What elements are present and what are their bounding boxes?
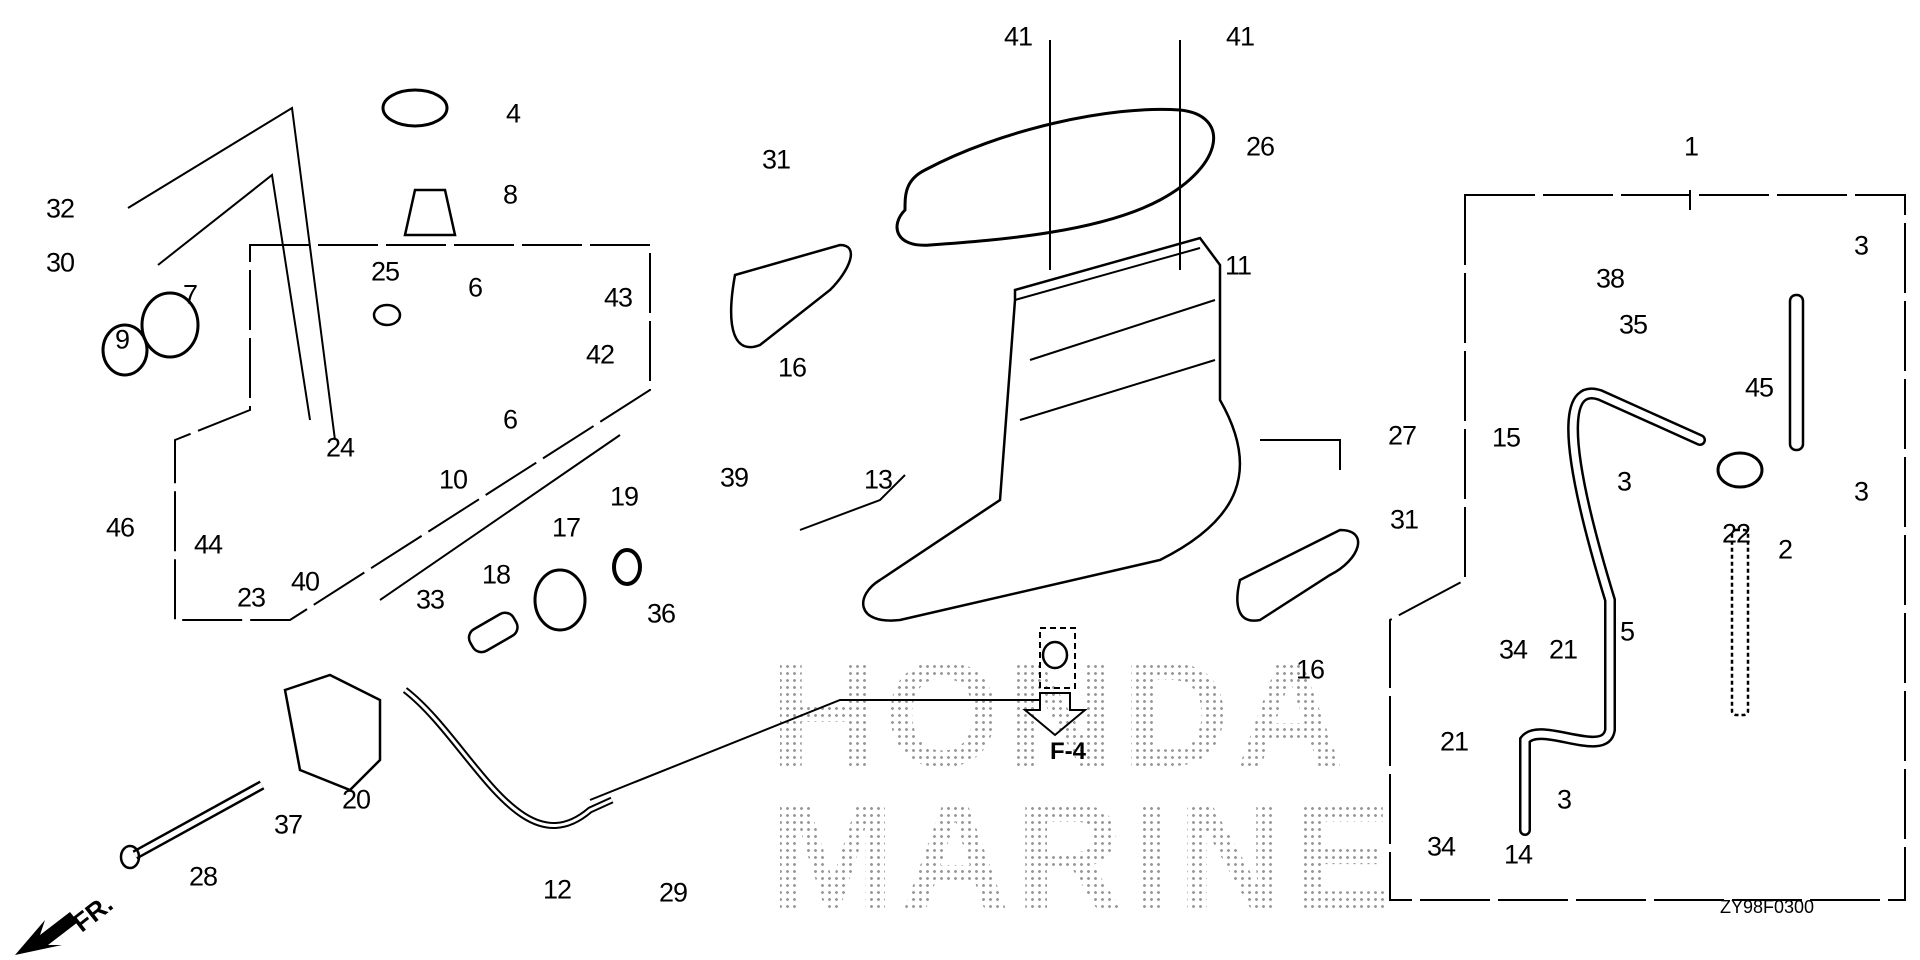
diagram-code: ZY98F0300: [1720, 897, 1815, 917]
watermark-marine: MARINE: [770, 770, 1398, 943]
spring-5: [1730, 528, 1750, 717]
callout-39[interactable]: 39: [719, 462, 749, 493]
plug-f4: [1041, 640, 1069, 670]
callout-44[interactable]: 44: [193, 529, 223, 560]
assembly-box-46: [174, 244, 651, 621]
callout-21[interactable]: 21: [1439, 726, 1469, 757]
callout-41[interactable]: 41: [1225, 21, 1255, 52]
callout-25[interactable]: 25: [370, 256, 400, 287]
callout-22[interactable]: 22: [1721, 518, 1751, 549]
callout-19[interactable]: 19: [609, 481, 639, 512]
callout-27[interactable]: 27: [1387, 420, 1417, 451]
callout-43[interactable]: 43: [603, 282, 633, 313]
callout-9[interactable]: 9: [114, 324, 130, 355]
callout-23[interactable]: 23: [236, 582, 266, 613]
callout-41[interactable]: 41: [1003, 21, 1033, 52]
callout-18[interactable]: 18: [481, 559, 511, 590]
arrow-f4-icon: [1022, 692, 1088, 737]
nut-22: [1716, 451, 1764, 489]
callout-17[interactable]: 17: [551, 512, 581, 543]
callout-6[interactable]: 6: [502, 404, 518, 435]
callout-3[interactable]: 3: [1853, 476, 1869, 507]
callout-15[interactable]: 15: [1491, 422, 1521, 453]
callout-4[interactable]: 4: [505, 98, 521, 129]
callout-12[interactable]: 12: [542, 874, 572, 905]
bushing-18: [467, 611, 519, 654]
cover-16-left: [729, 243, 852, 349]
callout-37[interactable]: 37: [273, 809, 303, 840]
extension-case-11: [862, 236, 1242, 622]
callout-34[interactable]: 34: [1426, 831, 1456, 862]
callout-3[interactable]: 3: [1616, 466, 1632, 497]
callout-14[interactable]: 14: [1503, 839, 1533, 870]
callout-31[interactable]: 31: [761, 144, 791, 175]
callout-6[interactable]: 6: [467, 272, 483, 303]
callout-3[interactable]: 3: [1556, 784, 1572, 815]
cap-25: [372, 303, 402, 327]
callout-45[interactable]: 45: [1744, 372, 1774, 403]
callout-7[interactable]: 7: [182, 279, 198, 310]
reference-f4[interactable]: F-4: [1050, 738, 1086, 765]
f4-dashed-box: [1039, 627, 1076, 689]
assembly-box-1: [1389, 194, 1906, 901]
callout-24[interactable]: 24: [325, 432, 355, 463]
callout-16[interactable]: 16: [777, 352, 807, 383]
front-arrow-icon: [15, 912, 78, 955]
callout-8[interactable]: 8: [502, 179, 518, 210]
callout-10[interactable]: 10: [438, 464, 468, 495]
pipe-45: [1788, 293, 1805, 452]
callout-34[interactable]: 34: [1498, 634, 1528, 665]
callout-11[interactable]: 11: [1224, 250, 1252, 281]
callout-35[interactable]: 35: [1618, 309, 1648, 340]
callout-26[interactable]: 26: [1245, 131, 1275, 162]
bearing-19: [612, 548, 642, 586]
callout-36[interactable]: 36: [646, 598, 676, 629]
callout-1[interactable]: 1: [1683, 131, 1699, 162]
callout-40[interactable]: 40: [290, 566, 320, 597]
collar-17: [533, 568, 587, 632]
boot-8: [403, 188, 457, 237]
bracket-20: [283, 673, 382, 792]
seal-4: [381, 88, 449, 128]
gasket-26: [895, 107, 1216, 247]
cover-16-right: [1236, 528, 1360, 622]
callout-21[interactable]: 21: [1548, 634, 1578, 665]
watermark-honda: HONDA: [770, 628, 1350, 801]
callout-16[interactable]: 16: [1295, 654, 1325, 685]
callout-29[interactable]: 29: [658, 877, 688, 908]
leader-lines: [127, 40, 1691, 801]
callout-20[interactable]: 20: [341, 784, 371, 815]
callout-28[interactable]: 28: [188, 861, 218, 892]
callout-31[interactable]: 31: [1389, 504, 1419, 535]
callout-33[interactable]: 33: [415, 584, 445, 615]
callout-32[interactable]: 32: [45, 193, 75, 224]
callout-2[interactable]: 2: [1777, 534, 1793, 565]
callout-30[interactable]: 30: [45, 247, 75, 278]
grommet-7: [140, 291, 200, 359]
callout-38[interactable]: 38: [1595, 263, 1625, 294]
callout-46[interactable]: 46: [105, 512, 135, 543]
clamp-9: [101, 323, 149, 377]
callout-5[interactable]: 5: [1619, 616, 1635, 647]
callout-3[interactable]: 3: [1853, 230, 1869, 261]
callout-13[interactable]: 13: [863, 464, 893, 495]
callout-42[interactable]: 42: [585, 339, 615, 370]
